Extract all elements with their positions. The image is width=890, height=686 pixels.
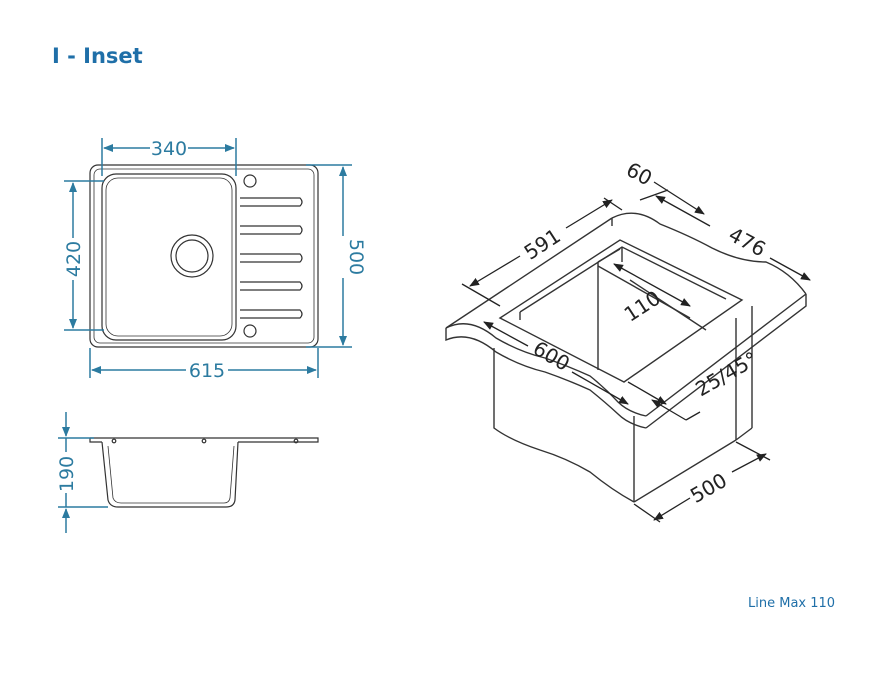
side-view-dimensions bbox=[58, 412, 108, 533]
sink-bowl bbox=[101, 173, 237, 341]
drainer-grooves bbox=[240, 197, 303, 319]
dim-bowl-depth: 420 bbox=[63, 241, 85, 277]
sink-outer-frame bbox=[89, 164, 319, 348]
dim-total-depth: 500 bbox=[345, 239, 367, 275]
countertop-back-edge bbox=[611, 212, 807, 295]
countertop-front-edge bbox=[445, 323, 647, 417]
iso-dimensions bbox=[461, 181, 811, 523]
dim-iso-500: 500 bbox=[686, 468, 731, 508]
dim-iso-60: 60 bbox=[622, 157, 656, 190]
page-title: I - Inset bbox=[52, 44, 143, 68]
product-name-caption: Line Max 110 bbox=[748, 596, 836, 611]
side-view-sink bbox=[89, 437, 319, 508]
overflow-hole-icon bbox=[243, 324, 257, 338]
tap-hole-icon bbox=[243, 174, 257, 188]
drain-icon bbox=[170, 234, 214, 278]
top-view-sink bbox=[89, 164, 319, 348]
top-view-dimensions bbox=[64, 138, 352, 378]
sink-cutout bbox=[498, 239, 744, 383]
dim-iso-110: 110 bbox=[620, 286, 665, 327]
dim-total-width: 615 bbox=[189, 360, 225, 382]
dim-iso-591: 591 bbox=[520, 224, 565, 265]
dim-side-height: 190 bbox=[56, 456, 78, 492]
dim-bowl-width: 340 bbox=[151, 138, 187, 160]
